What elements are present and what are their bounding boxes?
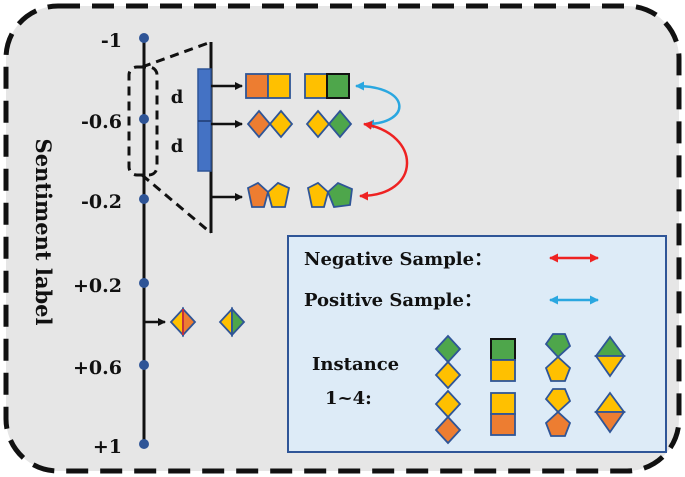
legend-positive-label: Positive Sample：	[304, 290, 482, 311]
axis-title: Sentiment label	[31, 139, 56, 326]
axis-dot	[139, 114, 149, 124]
triangle-down	[594, 355, 626, 378]
pentagon	[326, 181, 353, 208]
diamond	[327, 109, 353, 139]
axis-dot	[139, 439, 149, 449]
instance-diamond-pairs	[246, 109, 353, 139]
legend-instance-range: 1~4:	[325, 388, 372, 409]
positive-sample-arrow	[355, 81, 401, 129]
axis-dot	[139, 278, 149, 288]
legend-instance-pentagons	[544, 333, 572, 437]
square-half	[326, 73, 350, 99]
pentagon	[246, 181, 270, 208]
square-half	[245, 73, 269, 99]
instance-pentagon-pairs	[246, 181, 353, 208]
legend-negative-label: Negative Sample：	[304, 249, 492, 270]
diamond	[246, 109, 272, 139]
square-half	[304, 73, 328, 99]
instance-triangle-pairs	[169, 306, 246, 338]
instance-square-pairs	[245, 73, 350, 99]
legend-instance-squares	[490, 338, 516, 436]
pentagon	[544, 355, 572, 382]
axis-ticks: -1 -0.6 -0.2 +0.2 +0.6 +1	[73, 30, 149, 458]
tick-label: -1	[101, 30, 122, 52]
window-projection-bottom	[141, 173, 212, 235]
tick-label: -0.2	[81, 191, 122, 213]
d-label: d	[171, 87, 184, 108]
legend-instance-label: Instance	[312, 354, 399, 375]
window-projection-top	[141, 40, 212, 69]
tick-label: -0.6	[81, 111, 122, 133]
pentagon	[306, 181, 330, 208]
diamond	[434, 360, 462, 390]
pentagon	[544, 333, 572, 359]
square-half	[490, 338, 516, 361]
pentagon	[266, 181, 291, 208]
negative-sample-arrow	[359, 120, 409, 201]
pentagon	[544, 410, 572, 437]
tick-label: +0.6	[73, 357, 122, 379]
diamond	[268, 109, 294, 139]
square-half	[490, 413, 516, 436]
diamond	[434, 415, 462, 445]
tick-label: +0.2	[73, 275, 122, 297]
diamond	[305, 109, 331, 139]
square-half	[267, 73, 291, 99]
triangle-down	[594, 411, 626, 434]
legend-instance-diamonds	[434, 334, 462, 445]
triangle-half	[231, 306, 246, 338]
axis-dot	[139, 33, 149, 43]
d-label: d	[171, 136, 184, 157]
square-half	[490, 359, 516, 382]
axis-dot	[139, 194, 149, 204]
axis-dot	[139, 360, 149, 370]
window-bar	[197, 68, 212, 172]
pentagon	[544, 388, 572, 414]
square-half	[490, 392, 516, 415]
legend-instance-triangles	[594, 335, 626, 434]
tick-label: +1	[93, 436, 122, 458]
